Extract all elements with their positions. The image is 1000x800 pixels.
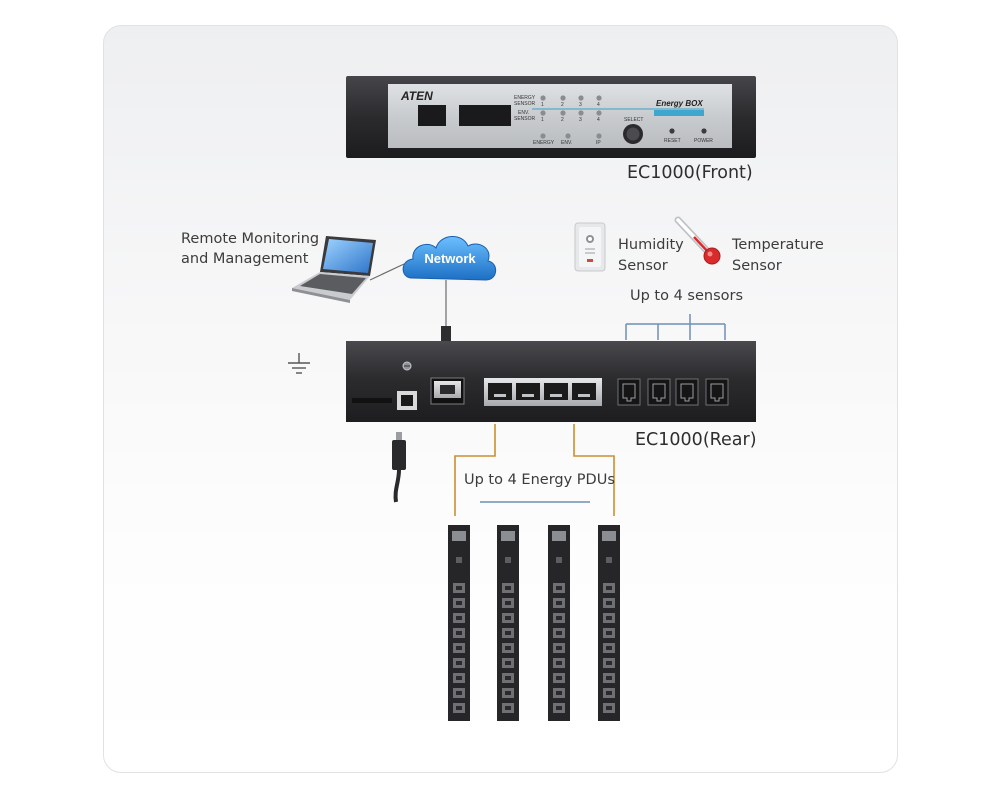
temperature-label-line1: Temperature — [732, 237, 824, 253]
energy-port-b[interactable] — [516, 383, 540, 400]
power-led — [701, 128, 707, 134]
ec1000-rear-unit — [346, 341, 756, 422]
remote-label-line1: Remote Monitoring — [181, 231, 320, 247]
ground-symbol-icon — [288, 353, 310, 374]
pdu-breaker — [606, 557, 612, 563]
power-cord-icon — [392, 432, 406, 503]
network-cloud: Network — [402, 236, 497, 281]
product-strip — [654, 110, 704, 116]
front-caption: EC1000(Front) — [627, 163, 753, 183]
energy-sensor-label-1: ENERGY — [514, 95, 536, 101]
reset-button[interactable] — [669, 128, 675, 134]
env-port-4: 4 — [597, 117, 600, 123]
reset-label: RESET — [664, 138, 681, 144]
energy-port-2: 2 — [561, 102, 564, 108]
env-port-2: 2 — [561, 117, 564, 123]
product-name: Energy BOX — [656, 99, 703, 108]
sensor-bracket — [625, 314, 726, 340]
energy-port-d[interactable] — [572, 383, 596, 400]
energy-port-3: 3 — [579, 102, 582, 108]
pdu-display — [501, 531, 515, 541]
mounting-slot — [352, 398, 392, 403]
temperature-label-line2: Sensor — [732, 258, 782, 274]
display-window-right — [459, 105, 511, 126]
laptop-icon — [292, 236, 376, 303]
power-label: POWER — [694, 138, 713, 144]
pdu-display — [452, 531, 466, 541]
energy-port-c[interactable] — [544, 383, 568, 400]
network-cables — [369, 263, 451, 342]
pdu-display — [552, 531, 566, 541]
energy-sensor-label-2: SENSOR — [514, 101, 536, 107]
energy-port-1: 1 — [541, 102, 544, 108]
energy-pdu-group — [448, 525, 620, 721]
pdu-display — [602, 531, 616, 541]
pdu-breaker — [456, 557, 462, 563]
status-led-ip: IP — [596, 140, 601, 146]
humidity-label-line1: Humidity — [618, 237, 684, 253]
rear-caption: EC1000(Rear) — [635, 430, 757, 450]
display-window-left — [418, 105, 446, 126]
ec1000-front-unit: ATEN ENERGY SENSOR ENV. SENSOR 1 2 3 4 1… — [346, 76, 756, 158]
network-label: Network — [424, 251, 476, 266]
status-led-energy: ENERGY — [533, 140, 555, 146]
energy-port-4: 4 — [597, 102, 600, 108]
pdu-connector-lines — [454, 424, 615, 516]
status-led-env: ENV. — [561, 140, 572, 146]
pdus-caption: Up to 4 Energy PDUs — [464, 472, 615, 488]
env-port-1: 1 — [541, 117, 544, 123]
pdu-breaker — [556, 557, 562, 563]
humidity-label-line2: Sensor — [618, 258, 668, 274]
humidity-sensor-icon — [574, 222, 606, 272]
sensors-caption: Up to 4 sensors — [630, 288, 744, 304]
aten-logo: ATEN — [400, 89, 433, 103]
env-port-3: 3 — [579, 117, 582, 123]
rj45-plug — [441, 326, 451, 342]
pdu-breaker — [505, 557, 511, 563]
select-label: SELECT — [624, 117, 643, 123]
energy-port-a[interactable] — [488, 383, 512, 400]
remote-label-line2: and Management — [181, 251, 309, 267]
env-sensor-label-2: SENSOR — [514, 116, 536, 122]
thermometer-icon — [674, 216, 721, 265]
env-sensor-label-1: ENV. — [518, 110, 529, 116]
